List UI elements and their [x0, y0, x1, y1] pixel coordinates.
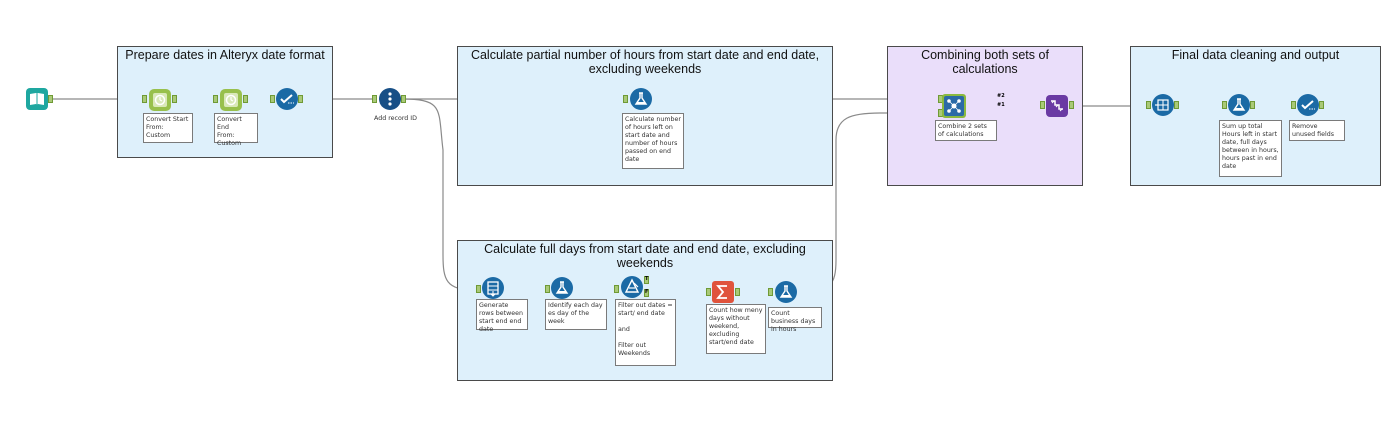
- input-anchor[interactable]: [213, 95, 218, 103]
- rename-icon: [1051, 100, 1063, 112]
- formula-tool-partial-hours[interactable]: [630, 88, 652, 110]
- output-anchor[interactable]: [1069, 101, 1074, 109]
- join-icon: [944, 96, 964, 116]
- flask-icon: [779, 285, 793, 298]
- annotation-identify-day: Identify each day es day of the week: [545, 299, 607, 330]
- annotation-sum-up: Sum up total Hours left in start date, f…: [1219, 120, 1282, 177]
- datetime-tool-start[interactable]: [149, 89, 171, 111]
- output-anchor[interactable]: [1319, 101, 1324, 109]
- filter-icon: [624, 278, 640, 293]
- flask-icon: [555, 281, 569, 294]
- annotation-convert-start: Convert Start From: Custom: [143, 113, 193, 143]
- annotation-count-business: Count business days in hours: [768, 307, 822, 333]
- crosstab-tool[interactable]: [1152, 94, 1174, 116]
- input-anchor[interactable]: [142, 95, 147, 103]
- flask-icon: [1232, 98, 1246, 111]
- container-title: Prepare dates in Alteryx date format: [125, 48, 325, 62]
- input-anchor[interactable]: [270, 95, 275, 103]
- output-anchor[interactable]: [1174, 101, 1179, 109]
- filter-false-badge: F: [645, 289, 649, 295]
- annotation-gen-rows: Generate rows between start end end date: [476, 299, 528, 333]
- container-title: Final data cleaning and output: [1171, 48, 1340, 62]
- record-id-icon: [388, 92, 392, 106]
- sigma-icon: [716, 285, 727, 299]
- output-anchor[interactable]: [401, 95, 406, 103]
- input-anchor[interactable]: [706, 288, 711, 296]
- annotation-combine-sets: Combine 2 sets of calculations: [935, 120, 997, 141]
- container-title: Calculate full days from start date and …: [484, 242, 806, 270]
- flask-icon: [634, 92, 648, 105]
- summarize-tool[interactable]: [712, 281, 734, 303]
- input-anchor[interactable]: [1222, 101, 1227, 109]
- select-tool[interactable]: [276, 88, 298, 110]
- input-anchor[interactable]: [623, 95, 628, 103]
- join-multiple-tool[interactable]: [942, 94, 966, 118]
- output-anchor[interactable]: [243, 95, 248, 103]
- annotation-record-id: Add record ID: [374, 115, 418, 122]
- output-anchor[interactable]: [48, 95, 53, 103]
- join-anchor-badge-1: #1: [997, 102, 1005, 108]
- book-icon: [30, 93, 44, 105]
- dynamic-rename-tool[interactable]: [1046, 95, 1068, 117]
- input-anchor[interactable]: [476, 285, 481, 293]
- join-anchor-badge-2: #2: [997, 93, 1005, 99]
- input-anchor[interactable]: [1291, 101, 1296, 109]
- output-anchor[interactable]: [1250, 101, 1255, 109]
- container-title: Calculate partial number of hours from s…: [470, 48, 820, 76]
- formula-tool-count-business[interactable]: [775, 281, 797, 303]
- crosstab-icon: [1155, 99, 1169, 111]
- input-anchor[interactable]: [372, 95, 377, 103]
- true-anchor[interactable]: [644, 276, 649, 284]
- checkmark-icon: [280, 94, 294, 104]
- formula-tool-sum-up[interactable]: [1228, 94, 1250, 116]
- input-anchor[interactable]: [768, 288, 773, 296]
- generate-rows-icon: [487, 281, 499, 297]
- output-anchor[interactable]: [298, 95, 303, 103]
- checkmark-icon: [1301, 100, 1315, 110]
- output-anchor[interactable]: [735, 288, 740, 296]
- annotation-calc-hours: Calculate number of hours left on start …: [622, 113, 684, 169]
- annotation-filter-dates: Filter out dates = start/ end date and F…: [615, 299, 676, 366]
- filter-tool[interactable]: [621, 276, 643, 298]
- input-anchor[interactable]: [1146, 101, 1151, 109]
- output-anchor[interactable]: [172, 95, 177, 103]
- formula-tool-identify-day[interactable]: [551, 277, 573, 299]
- annotation-count-days: Count how meny days without weekend, exc…: [706, 304, 766, 354]
- clock-icon: [224, 93, 238, 107]
- filter-true-badge: T: [645, 276, 649, 282]
- input-data-tool[interactable]: [26, 88, 48, 110]
- input-anchor[interactable]: [545, 285, 550, 293]
- record-id-tool[interactable]: [379, 88, 401, 110]
- container-combine[interactable]: Combining both sets of calculations: [887, 46, 1083, 186]
- select-tool-final[interactable]: [1297, 94, 1319, 116]
- false-anchor[interactable]: [644, 289, 649, 297]
- input-anchor[interactable]: [1040, 101, 1045, 109]
- generate-rows-tool[interactable]: [482, 277, 504, 299]
- annotation-convert-end: Convert End From: Custom: [214, 113, 258, 147]
- datetime-tool-end[interactable]: [220, 89, 242, 111]
- annotation-remove-fields: Remove unused fields: [1289, 120, 1345, 141]
- input-anchor[interactable]: [614, 285, 619, 293]
- clock-icon: [153, 93, 167, 107]
- container-title: Combining both sets of calculations: [921, 48, 1049, 76]
